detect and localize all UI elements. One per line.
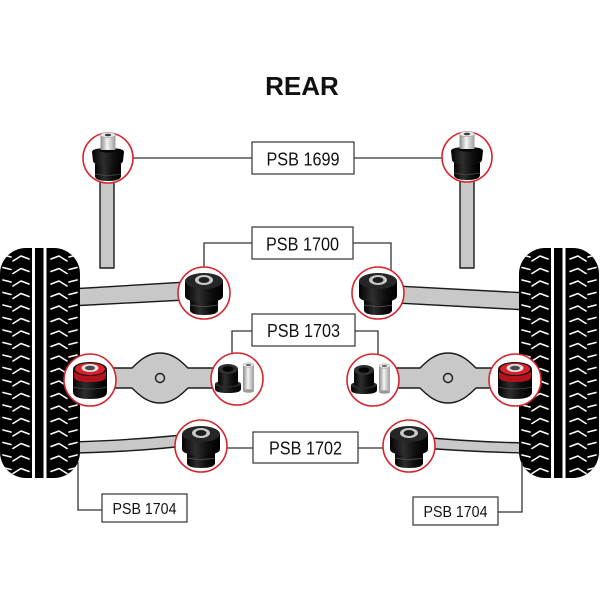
label-text: PSB 1702 <box>269 439 342 459</box>
callout-psb-1702-right <box>382 419 436 473</box>
label-psb-1702: PSB 1702 <box>252 431 359 464</box>
left-vertical-link <box>99 174 115 269</box>
callout-psb-1704-right-hub <box>488 353 542 407</box>
black-bushing-icon <box>184 272 224 316</box>
left-tire-icon <box>0 248 80 478</box>
callout-psb-1702-left <box>174 419 228 473</box>
label-text: PSB 1703 <box>267 321 340 341</box>
callout-psb-1703-left <box>210 352 264 406</box>
label-psb-1704-left: PSB 1704 <box>101 493 188 523</box>
label-text: PSB 1700 <box>266 235 339 255</box>
label-box <box>252 431 359 464</box>
callout-psb-1699-right <box>441 130 493 183</box>
flanged-bushing-and-sleeve-icon <box>350 363 391 395</box>
callout-psb-1699-left <box>82 131 134 184</box>
flanged-bushing-and-sleeve-icon <box>214 362 255 394</box>
label-psb-1699: PSB 1699 <box>251 141 355 175</box>
label-box <box>412 496 499 526</box>
callout-psb-1700-right <box>351 266 405 320</box>
red-insert-bushing-icon <box>497 361 533 400</box>
diagram-title: REAR <box>265 71 339 101</box>
label-psb-1700: PSB 1700 <box>251 226 354 260</box>
label-box <box>251 226 354 260</box>
psb-1704-leader-right <box>498 462 523 513</box>
black-bushing-icon <box>181 425 221 469</box>
psb-1700-leader-left <box>203 242 252 268</box>
callout-psb-1703-right <box>346 353 400 407</box>
label-text: PSB 1704 <box>113 501 177 518</box>
label-text: PSB 1704 <box>424 504 488 521</box>
label-box <box>251 313 356 347</box>
left-dogbone-pivot-hole <box>154 372 166 384</box>
right-vertical-link <box>459 174 475 269</box>
label-text: PSB 1699 <box>267 150 340 170</box>
psb-1703-leader-right <box>355 330 379 355</box>
label-box <box>251 141 355 175</box>
psb-1703-leader-left <box>231 330 252 354</box>
right-dogbone-pivot-hole <box>442 372 454 384</box>
callout-psb-1700-left <box>177 266 231 320</box>
label-box <box>101 493 188 523</box>
psb-1704-leader-left <box>77 462 102 511</box>
leader-lines <box>77 157 523 513</box>
label-psb-1704-right: PSB 1704 <box>412 496 499 526</box>
label-psb-1703: PSB 1703 <box>251 313 356 347</box>
black-bushing-icon <box>358 272 398 316</box>
black-bushing-icon <box>389 425 429 469</box>
psb-1700-leader-right <box>353 242 392 271</box>
red-insert-bushing-icon <box>72 361 108 400</box>
callout-psb-1704-left-hub <box>63 353 117 407</box>
